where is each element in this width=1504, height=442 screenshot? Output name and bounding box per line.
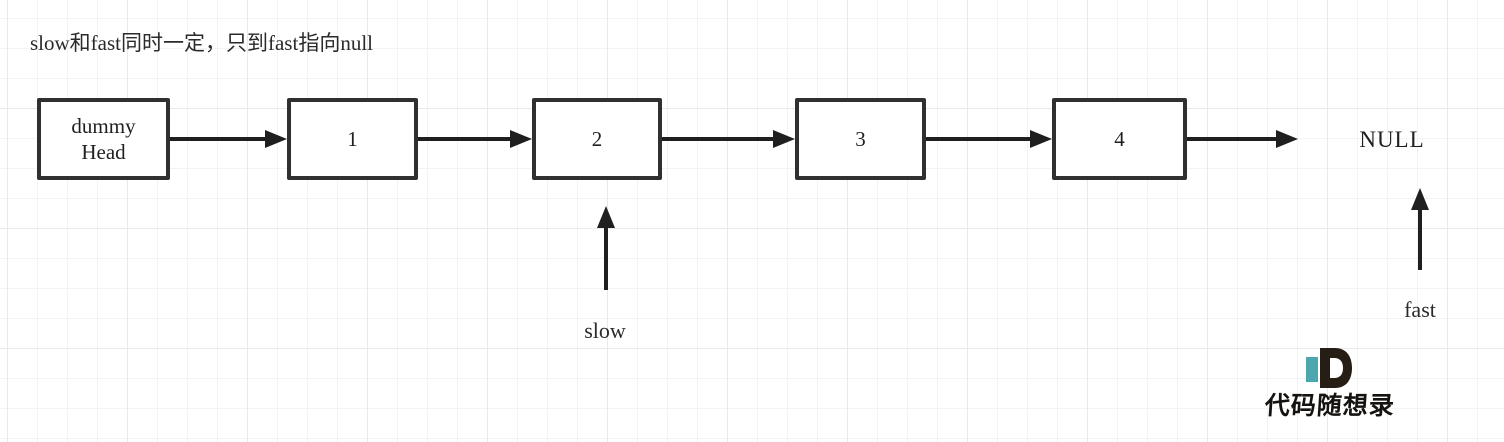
fast-pointer-label: fast: [1404, 297, 1436, 322]
arrow-shaft: [662, 137, 775, 141]
arrow-head-icon: [1276, 130, 1298, 148]
arrow-1-to-2: [418, 130, 532, 148]
arrow-3-to-4: [926, 130, 1052, 148]
title-text: slow和fast同时一定，只到fast指向null: [30, 31, 373, 55]
fast-pointer-arrow: [1411, 188, 1429, 270]
slow-pointer-label: slow: [584, 318, 626, 343]
node-dummy-head: dummy Head: [37, 98, 170, 180]
node-dummy-head-label: dummy Head: [71, 114, 136, 164]
slow-pointer-arrow: [597, 206, 615, 290]
d-letter-teal-block: [1306, 357, 1318, 382]
node-4-label: 4: [1114, 127, 1125, 151]
arrow-shaft: [418, 137, 512, 141]
arrow-shaft: [1187, 137, 1278, 141]
arrow-shaft: [1418, 208, 1422, 270]
node-3-label: 3: [855, 127, 866, 151]
arrow-4-to-null: [1187, 130, 1298, 148]
logo: 代码随想录: [1254, 347, 1406, 420]
d-letter-icon: [1306, 348, 1352, 389]
arrow-shaft: [604, 226, 608, 290]
node-1-label: 1: [347, 127, 358, 151]
d-letter-glyph: [1320, 348, 1352, 388]
arrow-head-icon: [597, 206, 615, 228]
arrow-dummy-to-1: [170, 130, 287, 148]
arrow-shaft: [170, 137, 267, 141]
node-3: 3: [795, 98, 926, 180]
logo-brand-text: 代码随想录: [1263, 393, 1396, 420]
arrow-head-icon: [773, 130, 795, 148]
node-1: 1: [287, 98, 418, 180]
arrow-shaft: [926, 137, 1032, 141]
node-4: 4: [1052, 98, 1187, 180]
node-2: 2: [532, 98, 662, 180]
arrow-head-icon: [1411, 188, 1429, 210]
node-2-label: 2: [591, 127, 603, 151]
null-terminator-label: NULL: [1359, 127, 1425, 152]
arrow-head-icon: [1030, 130, 1052, 148]
arrow-2-to-3: [662, 130, 795, 148]
arrow-head-icon: [265, 130, 287, 148]
arrow-head-icon: [510, 130, 532, 148]
